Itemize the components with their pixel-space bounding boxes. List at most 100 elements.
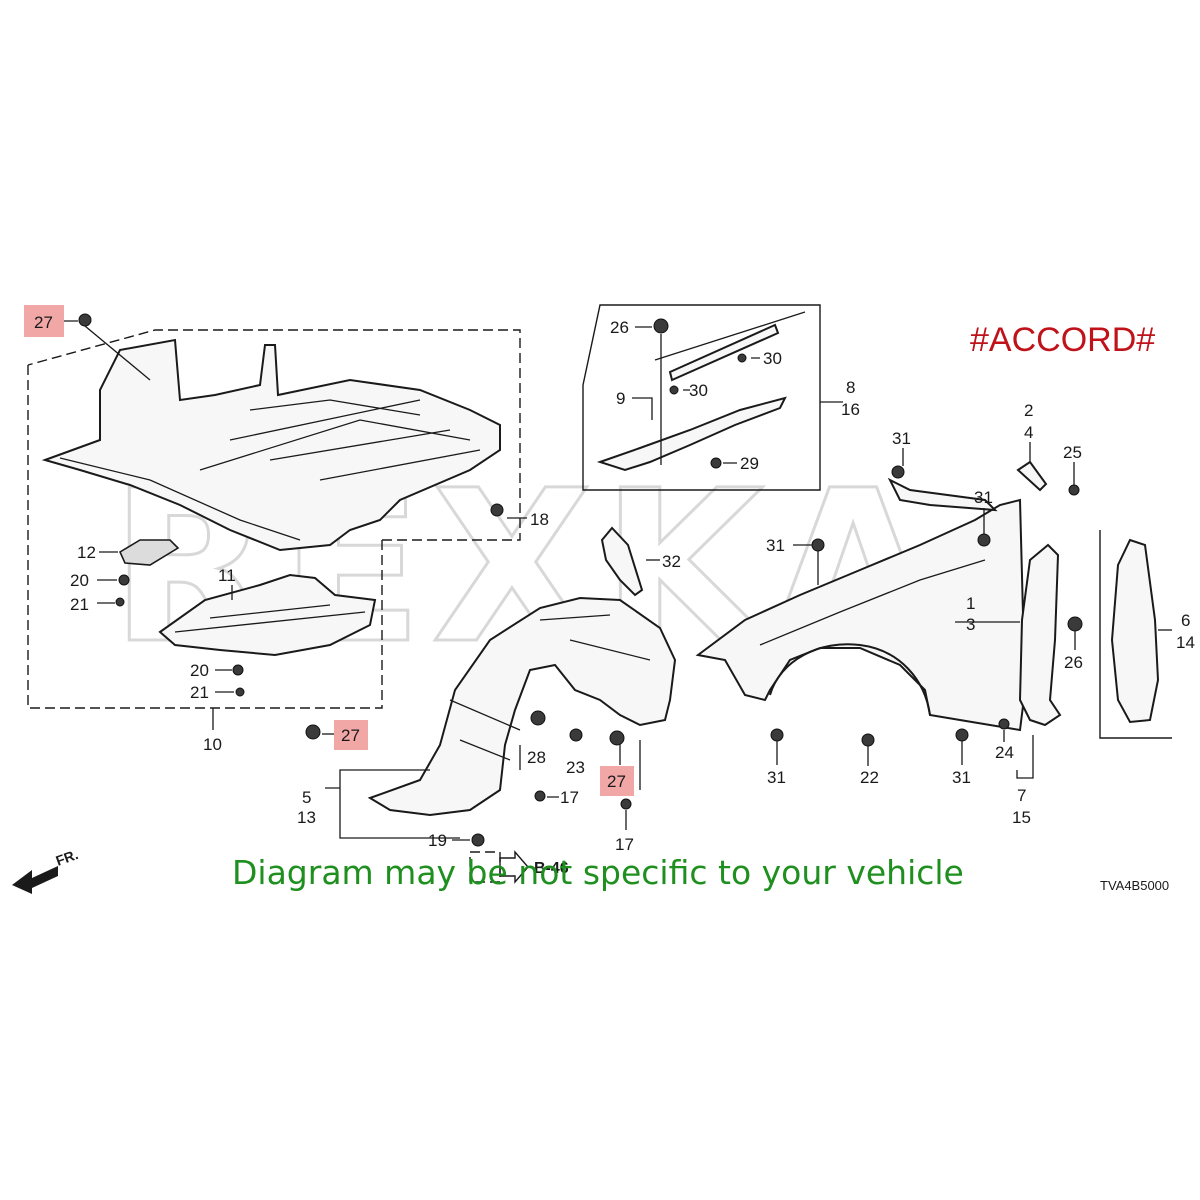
fastener-31-right[interactable] [977, 533, 991, 547]
fastener-19[interactable] [471, 833, 485, 847]
fastener-26-right[interactable] [1067, 616, 1083, 632]
callout-21b[interactable]: 21 [190, 683, 209, 702]
front-splash-shield[interactable] [41, 338, 501, 552]
undercover-group [27, 329, 521, 709]
fastener-27-mid[interactable] [609, 730, 625, 746]
fastener-30a[interactable] [737, 353, 747, 363]
callout-26-right[interactable]: 26 [1064, 653, 1083, 672]
callout-13[interactable]: 13 [297, 808, 316, 827]
fastener-21a[interactable] [115, 597, 125, 607]
highlight-27-top [24, 305, 64, 337]
fastener-27-top[interactable] [78, 313, 92, 327]
reference-label[interactable]: B-46 [534, 860, 569, 877]
front-fender[interactable] [695, 498, 1027, 732]
fastener-25[interactable] [1068, 484, 1080, 496]
fender-garnish-group [582, 304, 821, 491]
reference-marker[interactable]: B-46 [469, 850, 569, 884]
fastener-31-bottom-left[interactable] [770, 728, 784, 742]
callout-5[interactable]: 5 [302, 788, 311, 807]
callout-22[interactable]: 22 [860, 768, 879, 787]
callout-15[interactable]: 15 [1012, 808, 1031, 827]
fastener-31-top[interactable] [891, 465, 905, 479]
fender-spacer-32[interactable] [600, 526, 644, 597]
fastener-29[interactable] [710, 457, 722, 469]
callout-16[interactable]: 16 [841, 400, 860, 419]
fastener-26-top[interactable] [653, 318, 669, 334]
callout-31-top[interactable]: 31 [892, 429, 911, 448]
callout-21a[interactable]: 21 [70, 595, 89, 614]
callout-7[interactable]: 7 [1017, 786, 1026, 805]
callout-8[interactable]: 8 [846, 378, 855, 397]
callout-31-bottom-left[interactable]: 31 [767, 768, 786, 787]
callout-14[interactable]: 14 [1176, 633, 1195, 652]
callout-19[interactable]: 19 [428, 831, 447, 850]
callout-9[interactable]: 9 [616, 389, 625, 408]
callout-24[interactable]: 24 [995, 743, 1014, 762]
callout-10[interactable]: 10 [203, 735, 222, 754]
callout-4[interactable]: 4 [1024, 423, 1033, 442]
callout-2[interactable]: 2 [1024, 401, 1033, 420]
model-tag: #ACCORD# [970, 321, 1155, 359]
front-direction-marker: FR. [12, 846, 80, 894]
callouts: 27 18 12 11 20 21 20 21 10 27 26 30 30 9… [24, 305, 1195, 854]
callout-27-bottom[interactable]: 27 [341, 726, 360, 745]
leader-lines [63, 320, 1172, 841]
highlight-27-mid [600, 766, 634, 796]
diagram-code: TVA4B5000 [1100, 878, 1169, 893]
fender-garnish[interactable] [596, 396, 787, 472]
fender-insulator-6[interactable] [1110, 538, 1160, 724]
callout-32[interactable]: 32 [662, 552, 681, 571]
fender-crease [759, 559, 986, 646]
callout-23[interactable]: 23 [566, 758, 585, 777]
front-arrow-icon [12, 866, 58, 894]
fastener-21b[interactable] [235, 687, 245, 697]
fastener-20a[interactable] [118, 574, 130, 586]
callout-20b[interactable]: 20 [190, 661, 209, 680]
callout-1[interactable]: 1 [966, 594, 975, 613]
bracket-12[interactable] [118, 539, 180, 566]
fastener-20b[interactable] [232, 664, 244, 676]
callout-27-mid[interactable]: 27 [607, 772, 626, 791]
callout-20a[interactable]: 20 [70, 571, 89, 590]
fastener-31-left[interactable] [811, 538, 825, 552]
clip-2[interactable] [1016, 460, 1048, 492]
callout-25[interactable]: 25 [1063, 443, 1082, 462]
callout-27-top[interactable]: 27 [34, 313, 53, 332]
callout-18[interactable]: 18 [530, 510, 549, 529]
callout-11[interactable]: 11 [218, 566, 236, 585]
disclaimer-text: Diagram may be not specific to your vehi… [232, 853, 964, 892]
arrow-right-icon [499, 850, 529, 884]
fastener-31-bottom-right[interactable] [955, 728, 969, 742]
callout-31-right[interactable]: 31 [974, 488, 993, 507]
fender-seal-strip[interactable] [668, 323, 780, 382]
callout-29[interactable]: 29 [740, 454, 759, 473]
fender-bracket-7[interactable] [1018, 543, 1062, 727]
fender-top-flange [887, 477, 998, 512]
callout-30a[interactable]: 30 [763, 349, 782, 368]
rear-splash-shield[interactable] [158, 573, 377, 657]
callout-28[interactable]: 28 [527, 748, 546, 767]
front-label: FR. [54, 846, 81, 869]
callout-17b[interactable]: 17 [615, 835, 634, 854]
callout-6[interactable]: 6 [1181, 611, 1190, 630]
callout-12[interactable]: 12 [77, 543, 96, 562]
callout-31-left[interactable]: 31 [766, 536, 785, 555]
fastener-27-bottom[interactable] [305, 724, 321, 740]
fastener-30b[interactable] [669, 385, 679, 395]
callout-3[interactable]: 3 [966, 615, 975, 634]
fastener-18[interactable] [490, 503, 504, 517]
callout-31-bottom-right[interactable]: 31 [952, 768, 971, 787]
fastener-23[interactable] [569, 728, 583, 742]
callout-30b[interactable]: 30 [689, 381, 708, 400]
fastener-17b[interactable] [620, 798, 632, 810]
inner-fender[interactable] [367, 596, 677, 817]
callout-26-top[interactable]: 26 [610, 318, 629, 337]
fastener-17a[interactable] [534, 790, 546, 802]
fender-arch [769, 643, 931, 716]
callout-17a[interactable]: 17 [560, 788, 579, 807]
highlight-27-bottom [334, 720, 368, 750]
fastener-24[interactable] [998, 718, 1010, 730]
fastener-28[interactable] [530, 710, 546, 726]
fastener-22[interactable] [861, 733, 875, 747]
